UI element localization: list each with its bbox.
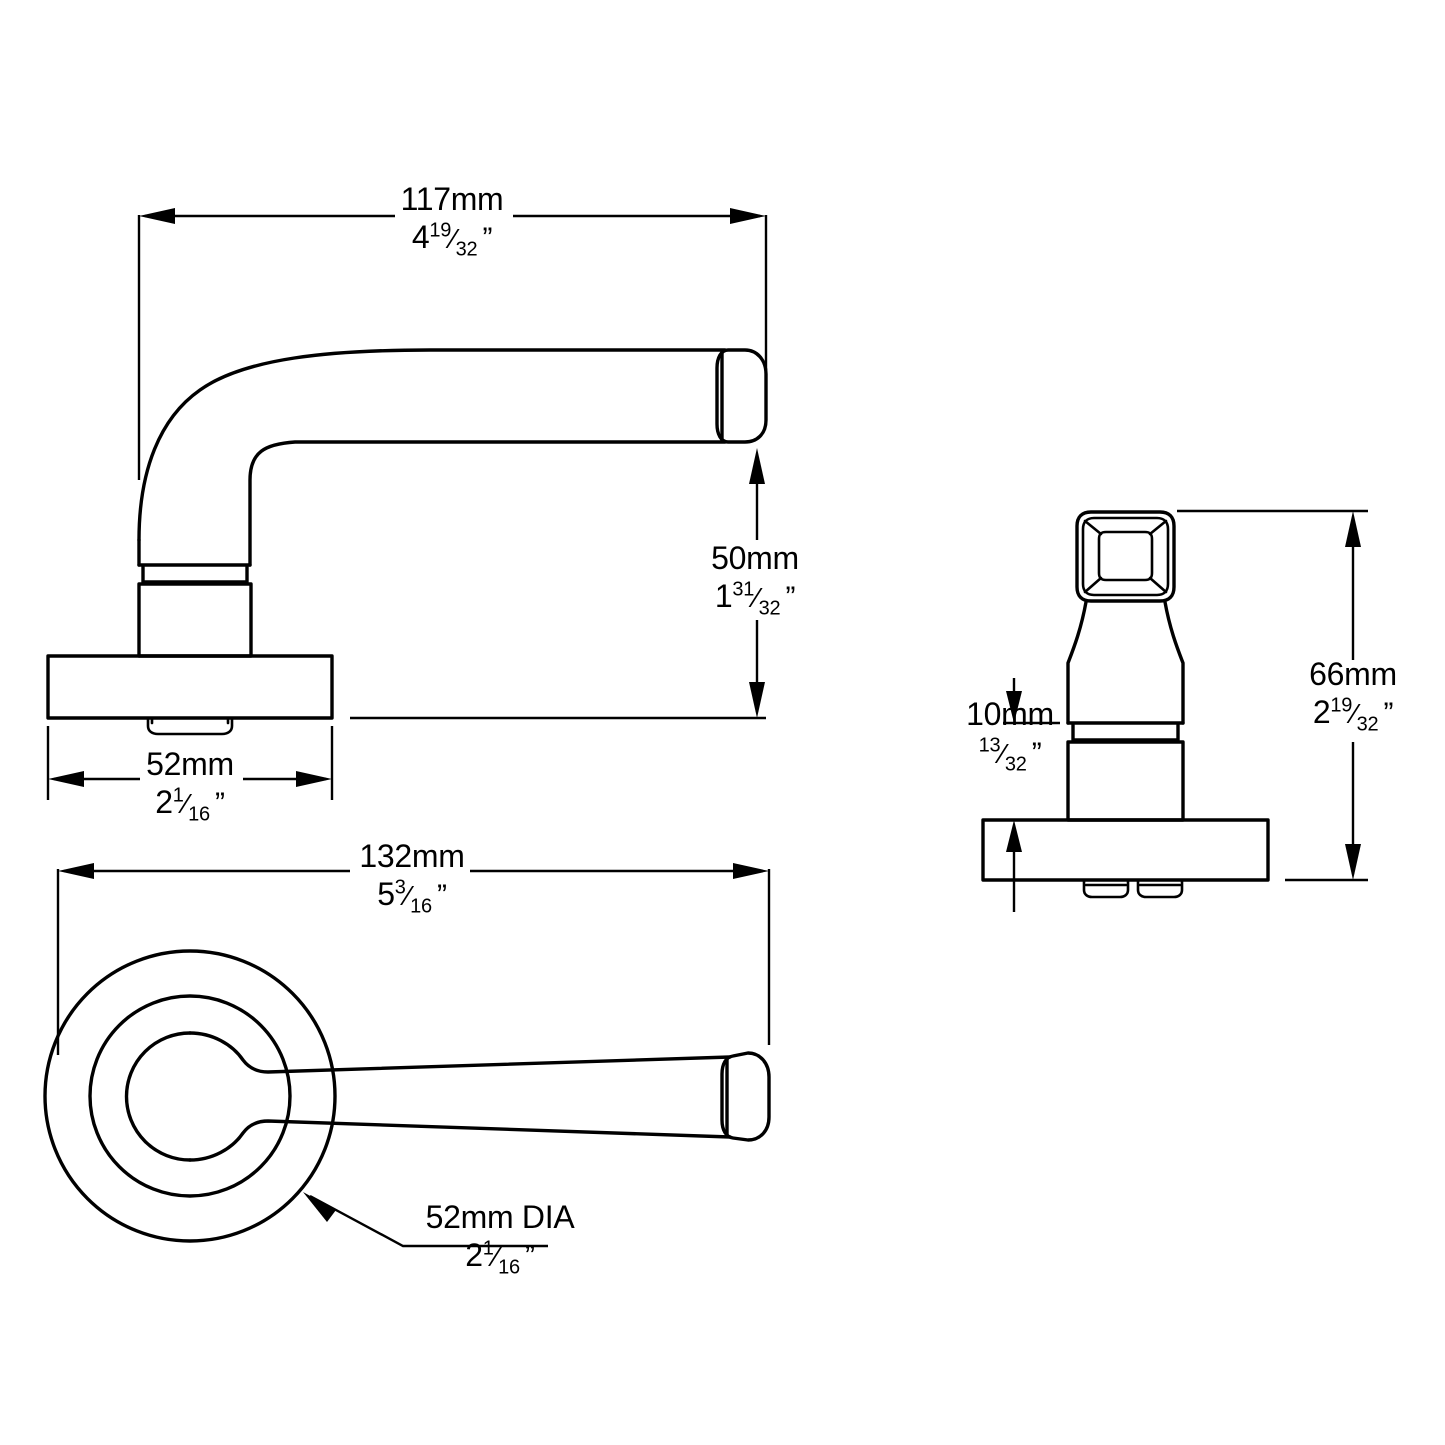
rose-tab	[146, 717, 234, 736]
rose-diameter-metric: 52mm DIA	[425, 1199, 575, 1235]
lever-hub	[137, 582, 253, 658]
overall-length-arrow-left	[58, 863, 94, 879]
lever-length-metric: 117mm	[400, 181, 504, 217]
front-height-metric: 66mm	[1309, 656, 1397, 692]
lever-collar-front	[1071, 723, 1180, 742]
lever-length-imperial: 419⁄32”	[411, 219, 493, 261]
plan-lever-tip-cap	[720, 1051, 771, 1142]
front-height-arrow-top	[1345, 511, 1361, 547]
rose-diameter-imperial: 21⁄16”	[465, 1237, 535, 1279]
front-height-imperial: 219⁄32”	[1312, 694, 1394, 736]
lever-height-dimension	[350, 448, 766, 720]
lever-tip-cap	[715, 348, 768, 444]
lever-height-metric: 50mm	[711, 540, 799, 576]
front-height-arrow-bottom	[1345, 844, 1361, 880]
rose-width-label: 52mm 21⁄16”	[90, 746, 290, 826]
lever-length-dimension	[137, 208, 768, 480]
lever-arm-top-outline	[137, 348, 727, 542]
lever-end-cap-inner-square	[1081, 516, 1170, 597]
lever-height-imperial: 131⁄32”	[714, 578, 796, 620]
lever-shaft-bottom-outline	[188, 1119, 732, 1162]
lever-length-arrow-left	[139, 208, 175, 224]
rose-outer-circle	[43, 949, 337, 1243]
overall-length-dimension	[56, 863, 771, 1055]
lever-neck-left	[1066, 600, 1088, 725]
rose-inner-circle-arc	[124, 1031, 192, 1162]
rose-diameter-callout	[303, 1192, 548, 1248]
lever-end-cap-outer-square	[1075, 510, 1176, 603]
collar-height-metric: 10mm	[966, 696, 1054, 732]
lever-end-cap-face-square	[1097, 530, 1154, 582]
collar-height-dimension	[1003, 678, 1060, 912]
lever-collar	[141, 565, 249, 584]
rose-width-imperial: 21⁄16”	[155, 784, 225, 826]
front-elevation-view	[981, 510, 1270, 899]
rose-diameter-leader-line	[309, 1194, 548, 1248]
collar-height-label: 10mm 13⁄32”	[930, 696, 1090, 776]
lever-height-arrow-bottom	[749, 682, 765, 718]
overall-length-metric: 132mm	[359, 838, 465, 874]
lever-end-cap-diagonals	[1083, 519, 1168, 594]
collar-height-arrow-top	[1006, 691, 1022, 723]
side-elevation-view	[46, 348, 768, 736]
rose-plate	[46, 654, 334, 720]
plan-view	[43, 949, 771, 1243]
rose-width-dimension	[46, 726, 334, 800]
overall-length-label: 132mm 53⁄16”	[312, 838, 512, 918]
collar-height-arrow-bottom	[1006, 820, 1022, 852]
rose-width-arrow-right	[296, 771, 332, 787]
rose-diameter-arrow	[303, 1192, 336, 1222]
rose-middle-circle	[88, 994, 292, 1198]
front-height-dimension	[1177, 509, 1368, 882]
front-height-label: 66mm 219⁄32”	[1258, 656, 1445, 736]
lever-height-arrow-top	[749, 448, 765, 484]
rose-width-arrow-left	[48, 771, 84, 787]
lever-neck-right	[1163, 600, 1185, 725]
lever-length-label: 117mm 419⁄32”	[352, 181, 552, 261]
lever-arm-bottom-outline	[248, 440, 727, 567]
rose-width-metric: 52mm	[146, 746, 234, 782]
overall-length-imperial: 53⁄16”	[377, 876, 447, 918]
rose-plate-front	[981, 818, 1270, 882]
rose-tab-inner-line	[150, 717, 230, 725]
lever-length-arrow-right	[730, 208, 766, 224]
lever-height-label: 50mm 131⁄32”	[620, 540, 890, 620]
rose-screw-tab-left	[1082, 879, 1130, 899]
rose-diameter-label: 52mm DIA 21⁄16”	[400, 1199, 600, 1279]
overall-length-arrow-right	[733, 863, 769, 879]
rose-screw-tab-right	[1136, 879, 1184, 899]
collar-height-imperial: 13⁄32”	[978, 734, 1042, 776]
lever-shaft-top-outline	[188, 1031, 732, 1074]
